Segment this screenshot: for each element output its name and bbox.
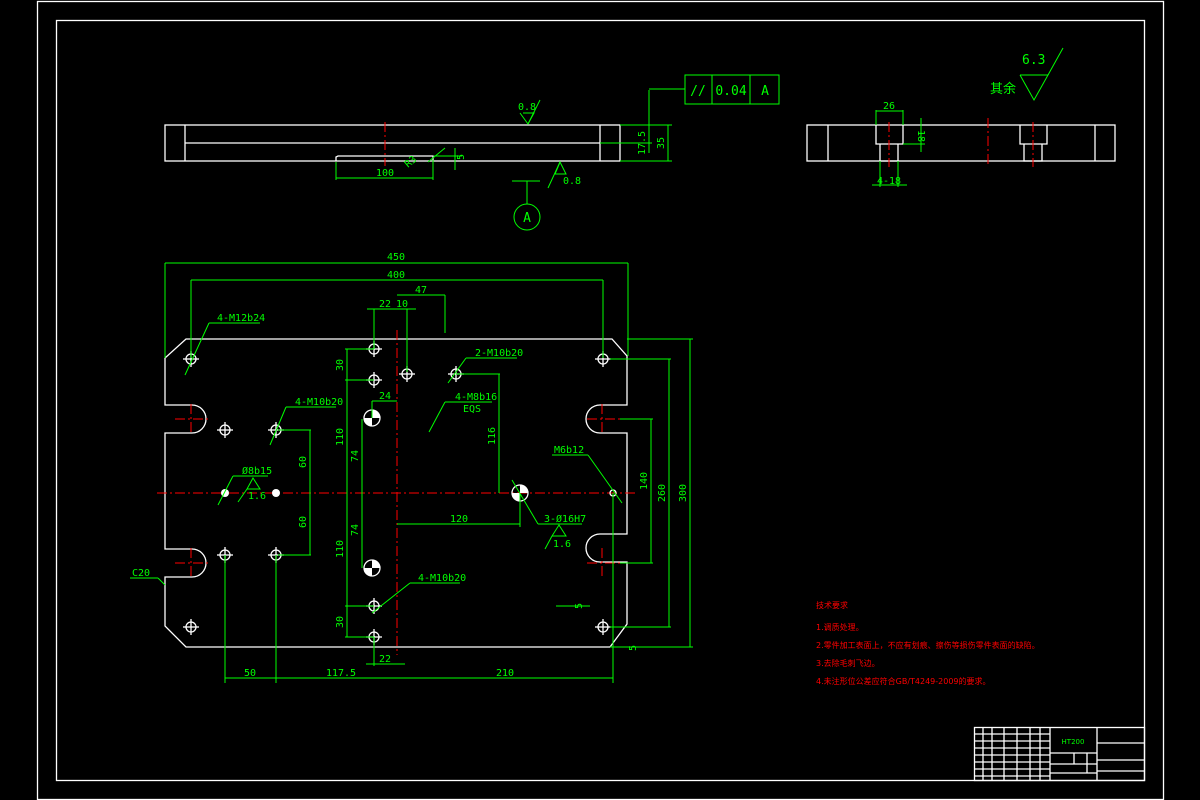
tolerance-frame: // 0.04 A — [684, 74, 780, 105]
dim-50: 50 — [244, 668, 256, 679]
tolerance-datum: A — [761, 84, 769, 99]
tech-requirements-title: 技术要求 — [816, 600, 848, 610]
tech-requirement-1: 1.调质处理。 — [816, 622, 864, 632]
dim-117-5: 117.5 — [326, 668, 356, 679]
datum-a-circle — [513, 203, 541, 231]
hole-threaded — [595, 619, 611, 635]
dim-counterbore-depth: 18 — [915, 130, 926, 142]
dim-210: 210 — [496, 668, 514, 679]
dim-thickness: 35 — [656, 137, 667, 149]
callout-m6: M6b12 — [554, 445, 584, 456]
roughness-top-value: 0.8 — [518, 102, 536, 113]
dim-22-top: 22 — [379, 299, 391, 310]
tech-requirement-4: 4.未注形位公差应符合GB/T4249-2009的要求。 — [816, 676, 991, 686]
plan-view: 450 400 47 22 10 30 110 110 30 24 74 74 … — [130, 252, 693, 683]
callout-m12: 4-M12b24 — [217, 313, 265, 324]
dim-22-bottom: 22 — [379, 654, 391, 665]
dim-30-top: 30 — [335, 359, 346, 371]
end-view: 26 18 4-18 其余 6.3 — [806, 47, 1116, 187]
datum-a-label: A — [523, 211, 531, 226]
callout-dowel-large-roughness: 1.6 — [553, 539, 571, 550]
roughness-symbol-top — [519, 112, 535, 125]
dim-hole-span: 400 — [387, 270, 405, 281]
side-view: 100 R3 5 0.8 0.8 A 17.5 35 // — [164, 74, 780, 231]
title-block-material: HT200 — [1062, 738, 1085, 746]
dim-groove-length: 100 — [376, 168, 394, 179]
callout-dowel-large: 3-Ø16H7 — [544, 513, 586, 525]
tolerance-value: 0.04 — [715, 84, 746, 99]
inner-border — [55, 19, 1146, 782]
tech-requirements: 技术要求 1.调质处理。 2.零件加工表面上，不应有划痕、擦伤等损伤零件表面的缺… — [816, 600, 1040, 686]
dim-47: 47 — [415, 285, 427, 296]
dim-overall-length: 450 — [387, 252, 405, 263]
tech-requirement-3: 3.去除毛刺飞边。 — [816, 658, 880, 668]
callout-m10-left: 4-M10b20 — [295, 397, 343, 408]
dim-110-bottom: 110 — [335, 540, 346, 558]
parallelism-symbol: // — [690, 84, 706, 99]
callout-chamfer: C20 — [132, 568, 150, 579]
tech-requirement-2: 2.零件加工表面上，不应有划痕、擦伤等损伤零件表面的缺陷。 — [816, 640, 1040, 650]
dim-60-bottom: 60 — [298, 516, 309, 528]
dim-groove-depth: 5 — [456, 154, 467, 160]
dim-74-bottom: 74 — [350, 524, 361, 536]
dim-60-top: 60 — [298, 456, 309, 468]
dim-260: 260 — [657, 484, 668, 502]
callout-m8: 4-M8b16 — [455, 392, 497, 403]
hole-quad — [511, 484, 529, 502]
dim-counterbore-dia: 26 — [883, 101, 895, 112]
hole-quad — [363, 559, 381, 577]
dim-24: 24 — [379, 391, 391, 402]
roughness-other-symbol — [1019, 74, 1049, 102]
callout-eqs: EQS — [463, 404, 481, 415]
dim-5-corner: 5 — [628, 645, 639, 651]
callout-dowel-small: Ø8b15 — [242, 465, 272, 477]
dim-5-side: 5 — [574, 603, 585, 609]
outer-border — [36, 0, 1165, 800]
dim-30-bottom: 30 — [335, 616, 346, 628]
hole-threaded — [183, 619, 199, 635]
title-block: HT200 — [973, 726, 1146, 782]
roughness-other-label: 其余 — [990, 81, 1016, 97]
callout-dowel-small-roughness: 1.6 — [248, 491, 266, 502]
dim-10: 10 — [396, 299, 408, 310]
dim-74-top: 74 — [350, 450, 361, 462]
dim-300: 300 — [678, 484, 689, 502]
dim-116: 116 — [487, 427, 498, 445]
dim-110-top: 110 — [335, 428, 346, 446]
dim-140: 140 — [639, 472, 650, 490]
roughness-other-value: 6.3 — [1022, 53, 1045, 68]
roughness-symbol-bottom — [554, 160, 567, 175]
callout-m10-bottom: 4-M10b20 — [418, 573, 466, 584]
hole-dowel — [272, 489, 280, 497]
dim-half-thickness: 17.5 — [637, 131, 648, 155]
dim-120: 120 — [450, 514, 468, 525]
callout-m10-top: 2-M10b20 — [475, 348, 523, 359]
hole-threaded — [217, 422, 233, 438]
dim-hole-dia: 4-18 — [877, 176, 901, 187]
end-view-outline — [806, 124, 1116, 162]
roughness-bottom-value: 0.8 — [563, 176, 581, 187]
